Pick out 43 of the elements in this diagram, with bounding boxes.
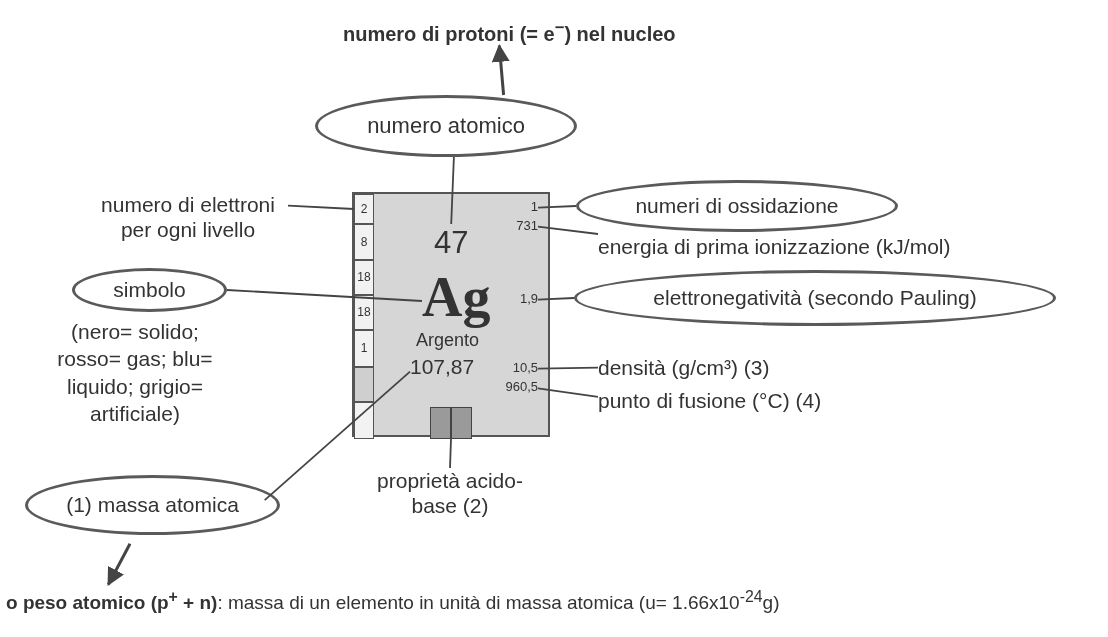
- leader-line: [226, 289, 423, 302]
- leader-line: [537, 387, 599, 398]
- element-symbol: Ag: [422, 264, 491, 332]
- element-name: Argento: [416, 330, 480, 352]
- leader-line: [537, 205, 577, 209]
- ionization-energy-value: 731: [516, 218, 538, 234]
- melting-point-value: 960,5: [505, 379, 538, 395]
- annotation-label: punto di fusione (°C) (4): [598, 388, 822, 414]
- shell-count: 2: [354, 194, 374, 224]
- acid-base-bar: [430, 407, 472, 439]
- electronegativity-value: 1,9: [519, 291, 538, 307]
- annotation-label: numero di protoni (= e$^{−}$) nel nucleo: [343, 18, 676, 46]
- note-text: (nero= solido; rosso= gas; blu= liquido; grigio= artificiale): [56, 319, 214, 427]
- annotation-label: elettronegatività (secondo Pauling): [574, 270, 1056, 326]
- atomic-mass-value: 107,87: [410, 354, 475, 380]
- shell-box: [354, 402, 374, 439]
- shell-count: 18: [354, 295, 374, 330]
- annotation-label: numeri di ossidazione: [576, 180, 898, 232]
- leader-line: [537, 366, 599, 370]
- definition-text: o peso atomico (p$^{+}$ + n): massa di un elemento in unità di massa atomica (u= 1.66x10$^{-24}$g): [6, 588, 780, 616]
- leader-line: [537, 225, 599, 235]
- leader-line: [287, 204, 355, 210]
- leader-line: [450, 156, 455, 225]
- annotation-label: simbolo: [72, 268, 227, 312]
- annotation-label: densità (g/cm³) (3): [598, 355, 770, 381]
- density-value: 10,5: [512, 360, 538, 376]
- annotation-label: energia di prima ionizzazione (kJ/mol): [598, 234, 951, 260]
- shell-count: 8: [354, 224, 374, 260]
- element-tile: [352, 192, 550, 437]
- shell-count: 1: [354, 330, 374, 367]
- leader-line: [263, 370, 411, 502]
- leader-line: [449, 438, 452, 469]
- annotation-label: (1) massa atomica: [25, 475, 280, 535]
- arrow: [107, 543, 132, 587]
- shell-box: [354, 367, 374, 402]
- annotation-label: numero di elettroni per ogni livello: [88, 192, 288, 243]
- atomic-number: 47: [434, 224, 469, 262]
- oxidation-number: 1: [530, 199, 538, 215]
- leader-line: [537, 297, 575, 301]
- arrow: [491, 43, 510, 96]
- shell-count: 18: [354, 260, 374, 295]
- annotation-label: numero atomico: [315, 95, 577, 157]
- annotation-label: proprietà acido-base (2): [373, 468, 527, 519]
